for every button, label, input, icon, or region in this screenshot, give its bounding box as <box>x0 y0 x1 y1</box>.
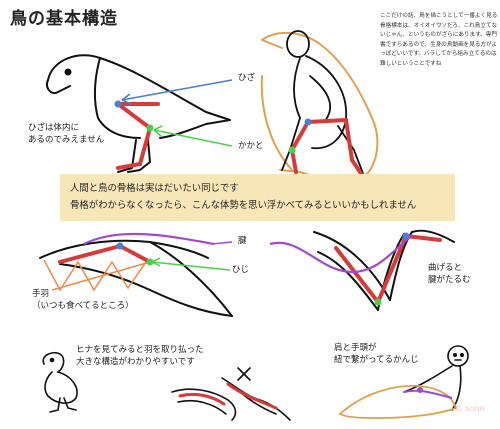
arrow-knee <box>121 79 233 101</box>
banner-line-1: 人間と鳥の骨格は実はだいたい同じです <box>70 183 239 194</box>
tie-string <box>403 389 453 399</box>
arrow-heel <box>153 129 233 147</box>
human-heel-joint <box>288 146 296 154</box>
wing-tendon <box>83 232 215 246</box>
label-wing-part: 手羽 （いつも食べてるところ） <box>32 289 134 311</box>
arrow-tendon-left <box>211 241 233 245</box>
human-knee-joint <box>304 118 312 126</box>
arm-elbow-joint <box>374 298 382 306</box>
label-tendon: 腱 <box>238 236 247 246</box>
label-knee-hidden: ひざは体内に あるのでみえません <box>28 123 105 145</box>
arrow-elbow <box>151 261 231 271</box>
side-note: ここだけの話、鳥を描こうとして一番よく見る骨格標本は、オイオイウソだろ、これ鳥立… <box>380 13 498 67</box>
label-chick: ヒナを見てみると羽を取り払った 大きな構造がわかりやすいです <box>76 345 204 367</box>
label-knee: ひざ <box>238 73 256 83</box>
label-elbow: ひじ <box>232 265 250 275</box>
wing-wrist-joint <box>146 258 154 266</box>
page-title: 鳥の基本構造 <box>10 9 118 29</box>
wing-drawing <box>39 239 233 317</box>
label-shoulder: 肩と手頭が 紐で繋がってるかんじ <box>334 343 419 365</box>
wing-bones <box>58 244 152 264</box>
bird-drawing <box>46 54 231 173</box>
bird-body-outline-small <box>338 384 458 419</box>
label-heel: かかと <box>238 141 264 151</box>
wing-hatch <box>43 259 151 292</box>
chick-drawing <box>42 351 78 413</box>
bird-bones <box>116 102 160 170</box>
info-banner: 人間と鳥の骨格は実はだいたい同じです 骨格がわからなくなったら、こんな体勢を思い… <box>60 174 455 221</box>
bird-heel-joint <box>146 124 154 132</box>
wing-elbow-joint <box>116 242 124 250</box>
label-bend-tendon: 曲げると 腱がたるむ <box>428 263 471 285</box>
arm-tendon <box>269 235 413 274</box>
bird-knee-joint <box>114 100 122 108</box>
watermark: © sono <box>455 404 485 413</box>
human-bones <box>290 118 366 180</box>
banner-line-2: 骨格がわからなくなったら、こんな体勢を思い浮かべてみるといいかもしれません <box>70 200 417 211</box>
